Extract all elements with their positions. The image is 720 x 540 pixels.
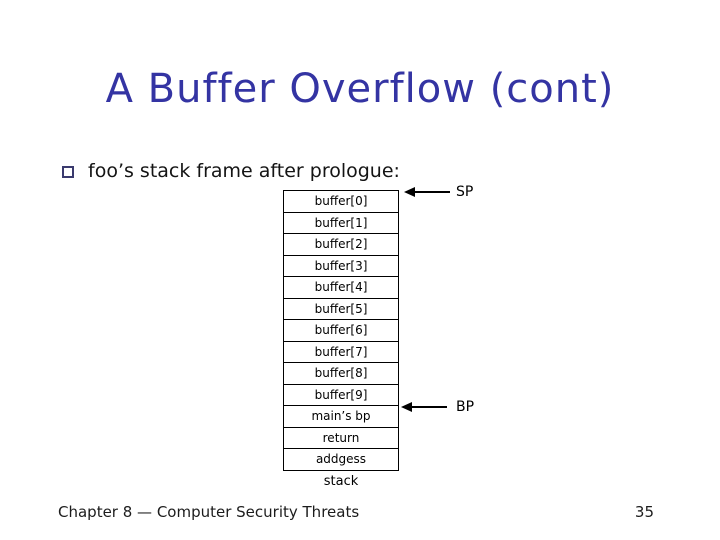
sp-arrowhead-icon bbox=[404, 187, 415, 197]
bullet-text: foo’s stack frame after prologue: bbox=[88, 160, 400, 182]
stack-cell-buffer-5: buffer[5] bbox=[284, 299, 398, 320]
stack-cell-buffer-4: buffer[4] bbox=[284, 277, 398, 299]
slide-title: A Buffer Overflow (cont) bbox=[105, 66, 615, 112]
stack-cell-buffer-2: buffer[2] bbox=[284, 234, 398, 256]
stack-cell-buffer-8: buffer[8] bbox=[284, 363, 398, 385]
square-bullet-icon bbox=[62, 166, 74, 178]
sp-arrowline bbox=[413, 191, 450, 193]
stack-cell-return: return bbox=[284, 428, 398, 449]
stack-cell-buffer-1: buffer[1] bbox=[284, 213, 398, 234]
page-number: 35 bbox=[634, 503, 654, 521]
stack-cell-buffer-7: buffer[7] bbox=[284, 342, 398, 363]
stack-cell-buffer-0: buffer[0] bbox=[284, 191, 398, 213]
stack-cell-buffer-9: buffer[9] bbox=[284, 385, 398, 406]
bp-arrow-icon bbox=[401, 402, 447, 412]
footer-chapter-title: Chapter 8 — Computer Security Threats bbox=[58, 503, 360, 521]
stack-cell-buffer-3: buffer[3] bbox=[284, 256, 398, 277]
stack-frame-diagram: buffer[0] buffer[1] buffer[2] buffer[3] … bbox=[283, 190, 399, 471]
sp-arrow-icon bbox=[404, 187, 450, 197]
stack-cell-buffer-6: buffer[6] bbox=[284, 320, 398, 342]
bp-arrowline bbox=[410, 406, 447, 408]
stack-cell-mains-bp: main’s bp bbox=[284, 406, 398, 428]
bp-pointer-label: BP bbox=[456, 399, 475, 415]
stack-cell-address: addgess bbox=[315, 452, 367, 466]
sp-pointer-label: SP bbox=[456, 184, 474, 200]
stack-caption: stack bbox=[323, 474, 359, 489]
bp-arrowhead-icon bbox=[401, 402, 412, 412]
